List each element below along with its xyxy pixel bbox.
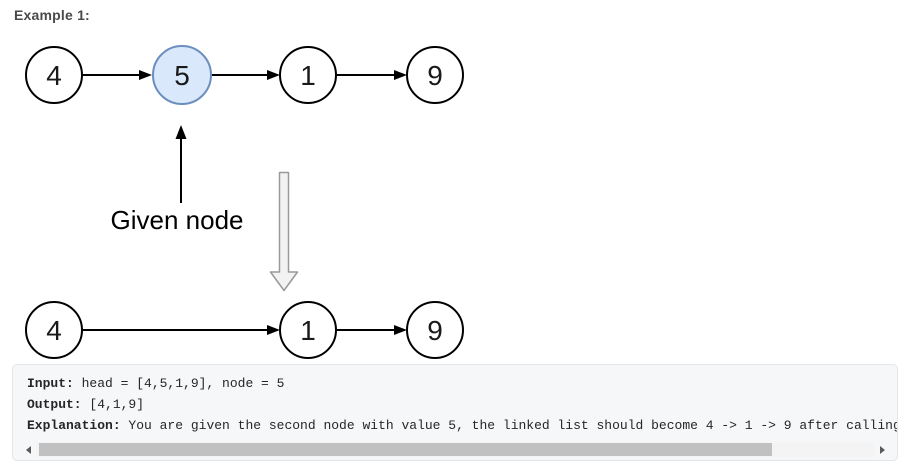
input-value: head = [4,5,1,9], node = 5 [73,376,285,391]
node-circle [25,46,83,104]
scrollbar-thumb[interactable] [39,443,773,456]
arrow [83,325,280,335]
node-circle [406,46,464,104]
node-value: 4 [46,60,62,91]
node-circle [279,301,337,359]
horizontal-scrollbar[interactable] [20,442,890,457]
list-node: 4 [25,46,83,104]
before-list: 4 5 1 [25,45,464,105]
explanation-label: Explanation: [27,418,121,433]
code-line-explanation: Explanation: You are given the second no… [27,415,897,436]
explanation-value: You are given the second node with value… [120,418,898,433]
node-circle [25,301,83,359]
node-value: 9 [427,315,443,346]
node-value: 9 [427,60,443,91]
linked-list-diagram: 4 5 1 [25,45,464,359]
arrow [337,325,407,335]
list-node: 9 [406,301,464,359]
list-node-highlighted: 5 [152,45,212,105]
after-list: 4 1 9 [25,301,464,359]
example-heading: Example 1: [14,7,90,23]
scroll-right-button[interactable] [874,442,890,457]
scroll-right-icon [879,445,885,454]
code-lines: Input: head = [4,5,1,9], node = 5 Output… [27,373,897,436]
code-line-input: Input: head = [4,5,1,9], node = 5 [27,373,897,394]
arrow [83,70,152,80]
node-value: 5 [174,60,190,91]
list-node: 4 [25,301,83,359]
scrollbar-track[interactable] [36,442,874,457]
highlighted-node-circle [152,45,212,105]
list-node: 1 [279,46,337,104]
output-value: [4,1,9] [81,397,145,412]
transform-down-arrow-icon [269,171,299,292]
list-node: 1 [279,301,337,359]
scroll-left-button[interactable] [20,442,36,457]
example-io-block: Input: head = [4,5,1,9], node = 5 Output… [12,364,898,461]
arrow [212,70,280,80]
node-value: 4 [46,315,62,346]
node-value: 1 [300,60,316,91]
given-node-label: Given node [111,205,244,235]
node-circle [279,46,337,104]
arrow [337,70,407,80]
input-label: Input: [27,376,74,391]
output-label: Output: [27,397,82,412]
code-line-output: Output: [4,1,9] [27,394,897,415]
node-value: 1 [300,315,316,346]
list-node: 9 [406,46,464,104]
scroll-left-icon [25,445,31,454]
node-circle [406,301,464,359]
given-node-pointer-arrow [175,125,187,203]
